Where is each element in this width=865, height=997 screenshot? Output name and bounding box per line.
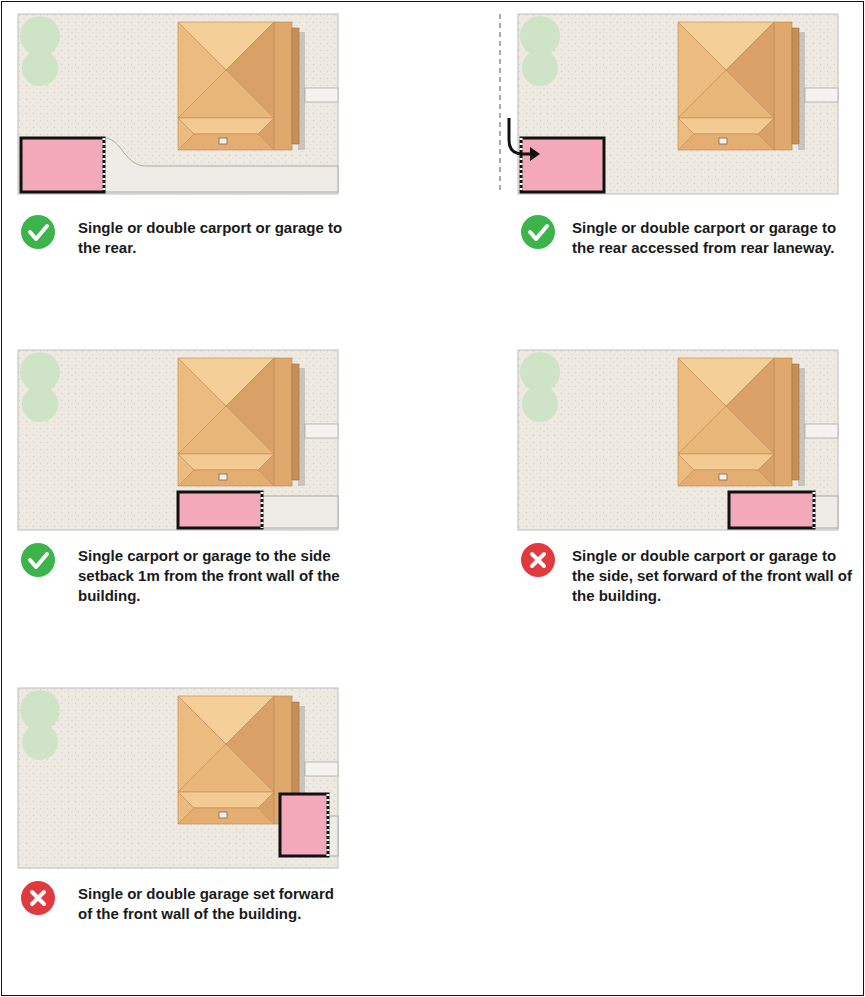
check-icon [21, 215, 55, 249]
site-plan [500, 14, 838, 194]
site-plan [518, 350, 838, 530]
cross-icon [521, 543, 555, 577]
caption-text: Single or double carport or garage to th… [572, 218, 852, 258]
caption-text: Single or double carport or garage to th… [572, 546, 857, 606]
site-plan [18, 14, 338, 194]
site-plan [18, 688, 338, 868]
site-plan [18, 350, 338, 530]
caption-text: Single or double carport or garage to th… [78, 218, 348, 258]
check-icon [21, 543, 55, 577]
check-icon [521, 215, 555, 249]
caption-text: Single carport or garage to the side set… [78, 546, 348, 606]
cross-icon [21, 881, 55, 915]
caption-text: Single or double garage set forward of t… [78, 884, 348, 924]
